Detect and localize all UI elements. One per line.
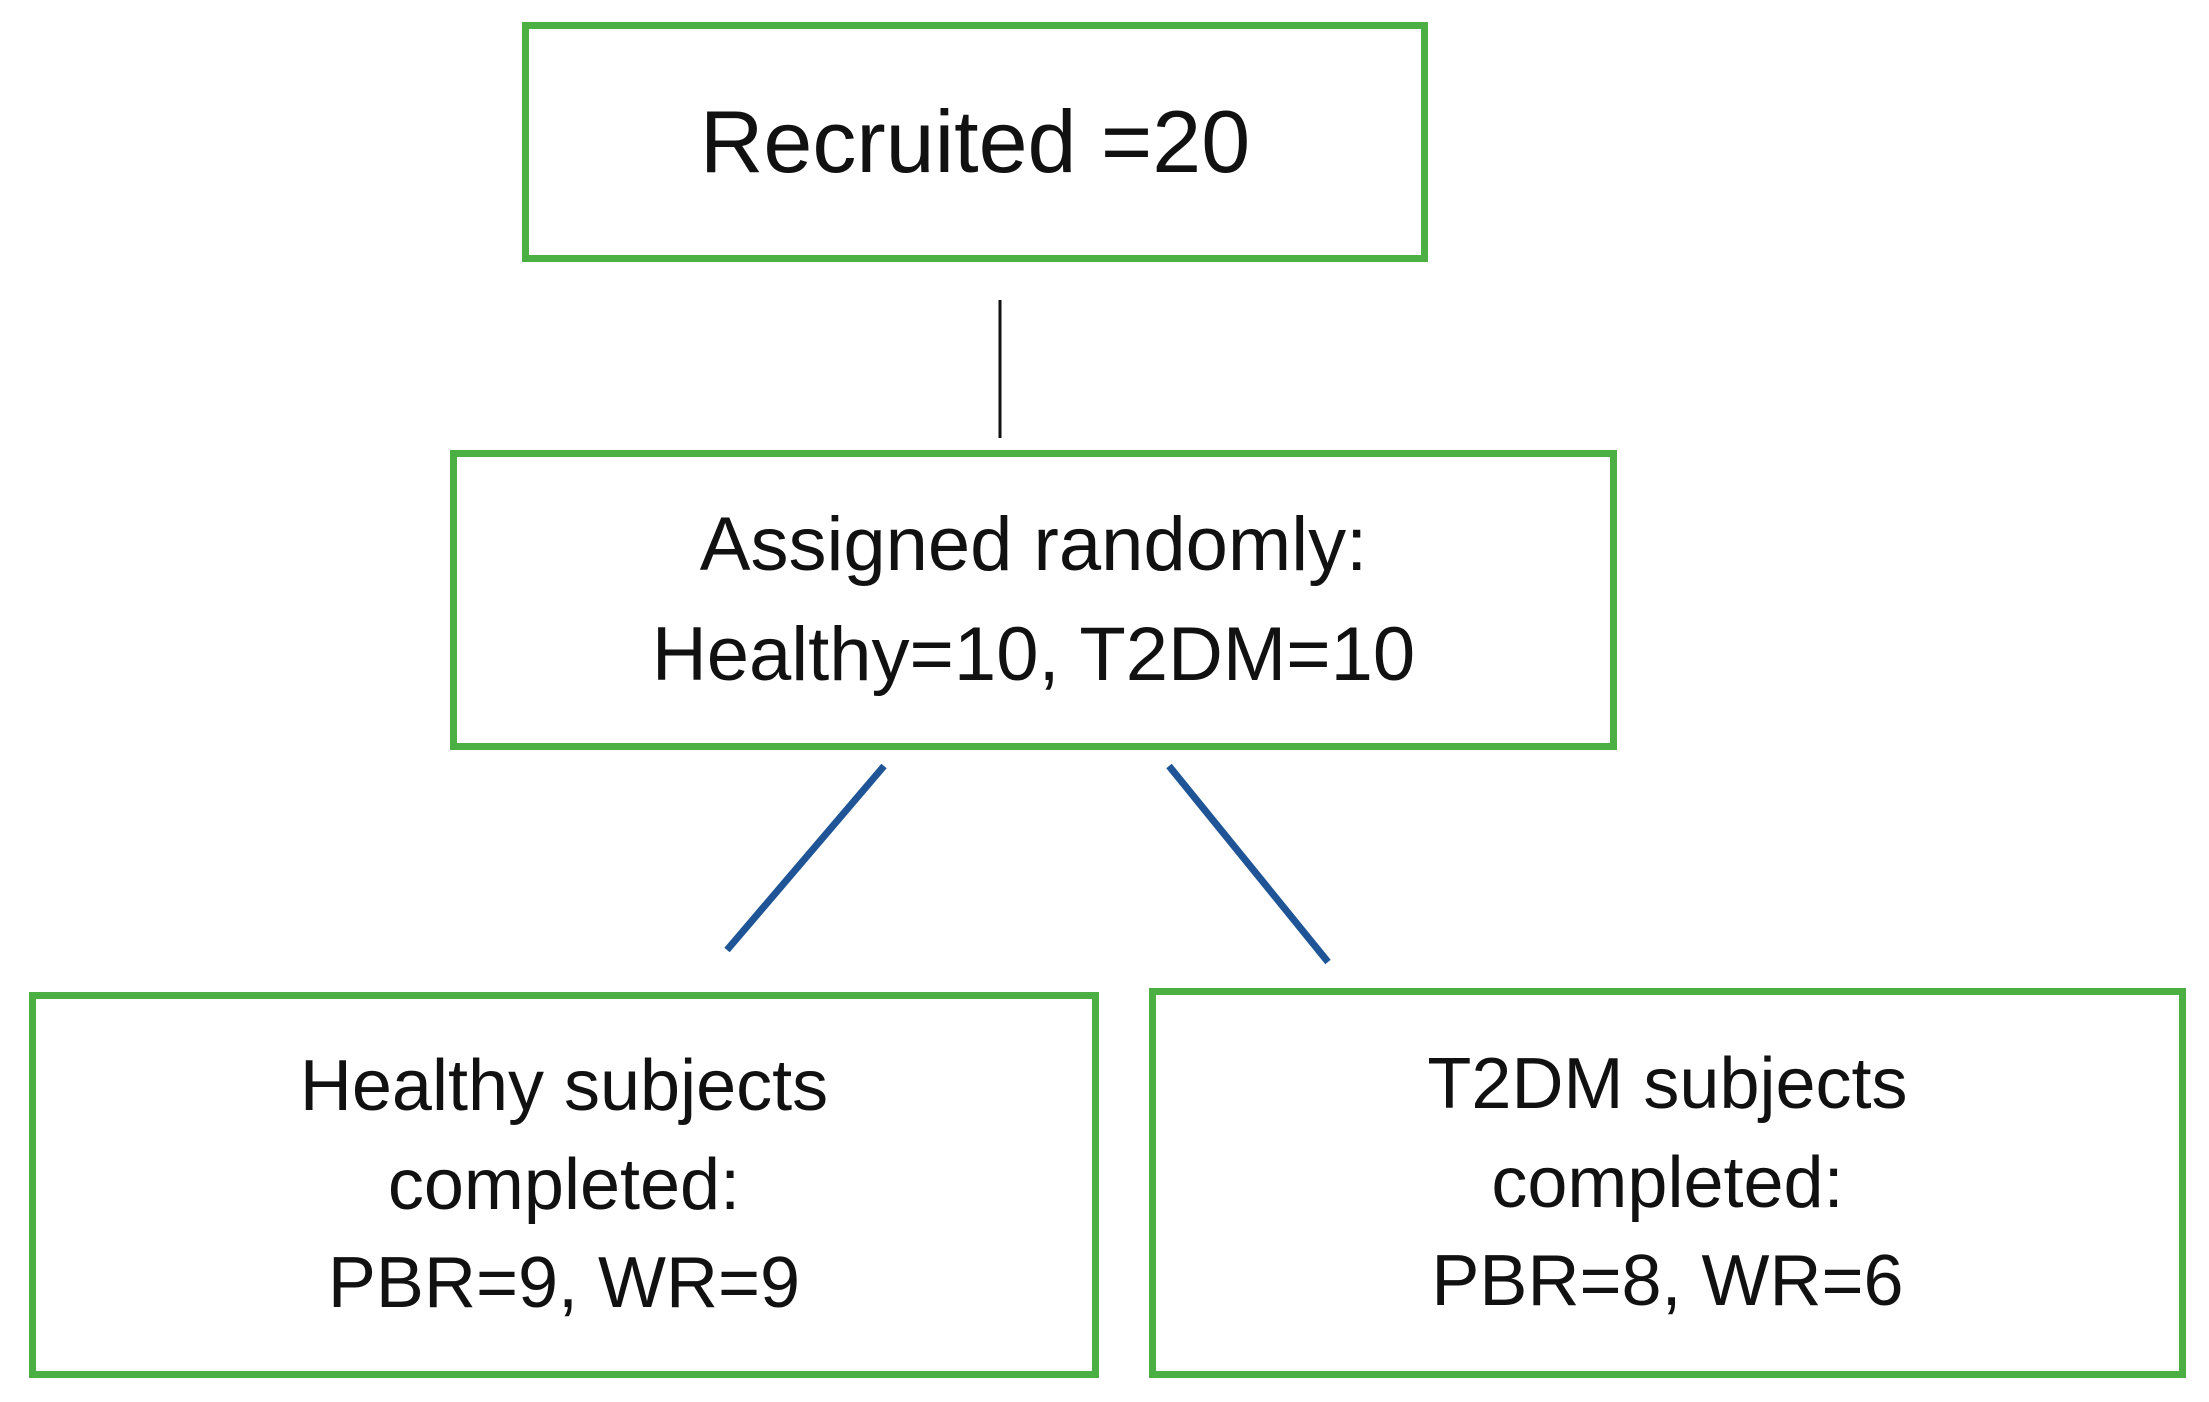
t2dm-box: T2DM subjects completed: PBR=8, WR=6 bbox=[1149, 988, 2186, 1378]
connector-assigned-to-t2dm bbox=[1166, 763, 1331, 965]
t2dm-counts: PBR=8, WR=6 bbox=[1431, 1241, 1904, 1322]
recruited-box: Recruited =20 bbox=[522, 22, 1428, 262]
connector-assigned-to-healthy bbox=[724, 763, 887, 953]
healthy-title: Healthy subjects bbox=[299, 1046, 829, 1127]
t2dm-subtitle: completed: bbox=[1491, 1142, 1844, 1223]
healthy-counts: PBR=9, WR=9 bbox=[327, 1243, 801, 1324]
assigned-title: Assigned randomly: bbox=[699, 501, 1368, 587]
assigned-box: Assigned randomly: Healthy=10, T2DM=10 bbox=[450, 450, 1617, 750]
recruited-label: Recruited =20 bbox=[699, 92, 1251, 192]
assigned-counts: Healthy=10, T2DM=10 bbox=[651, 612, 1416, 697]
healthy-box: Healthy subjects completed: PBR=9, WR=9 bbox=[29, 992, 1099, 1378]
t2dm-title: T2DM subjects bbox=[1427, 1044, 1908, 1125]
healthy-subtitle: completed: bbox=[387, 1144, 741, 1225]
